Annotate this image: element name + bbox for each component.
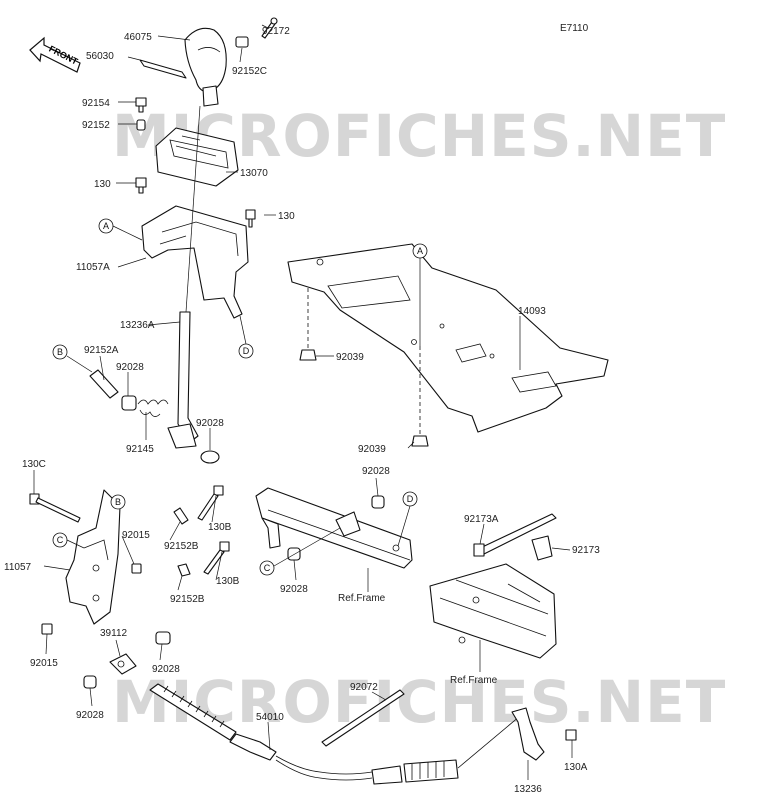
nut-92015-b <box>41 623 53 635</box>
label-92039-top: 92039 <box>336 352 364 363</box>
label-130-left: 130 <box>94 179 111 190</box>
ref-a-panel: A <box>412 243 428 346</box>
label-56030: 56030 <box>86 51 114 62</box>
label-92152: 92152 <box>82 120 110 131</box>
label-92154: 92154 <box>82 98 110 109</box>
bolt-130c <box>29 493 81 523</box>
bracket-11057 <box>65 489 121 625</box>
label-92028-a: 92028 <box>116 362 144 373</box>
shift-cable-54010 <box>149 683 521 785</box>
bolt-130-left <box>135 177 147 194</box>
collar-92152b-b <box>177 563 191 577</box>
diagram-code: E7110 <box>560 23 589 34</box>
cable-tie-92072 <box>321 689 405 747</box>
collar-92152a <box>89 369 119 399</box>
label-92028-f: 92028 <box>280 584 308 595</box>
ref-a-bracket: A <box>98 218 143 241</box>
svg-text:D: D <box>407 494 414 504</box>
label-46075: 46075 <box>124 32 152 43</box>
label-11057a: 11057A <box>76 262 110 273</box>
watermark-bottom: MICROFICHES.NET <box>112 668 726 736</box>
shift-knob <box>184 27 227 107</box>
svg-text:C: C <box>264 563 271 573</box>
svg-text:C: C <box>57 535 64 545</box>
label-92028-d: 92028 <box>76 710 104 721</box>
label-130a: 130A <box>564 762 588 773</box>
clip-92039-bottom <box>411 346 429 447</box>
label-92039-bottom: 92039 <box>358 444 386 455</box>
label-14093: 14093 <box>518 306 546 317</box>
housing-13070 <box>155 127 239 187</box>
label-92173a: 92173A <box>464 514 499 525</box>
ref-d-bracket: D <box>238 315 254 359</box>
plate-56030 <box>139 59 187 79</box>
label-ref-frame-right: Ref.Frame <box>450 675 498 686</box>
frame-middle <box>255 487 413 569</box>
label-92172: 92172 <box>262 26 290 37</box>
collar-92152c <box>235 36 249 48</box>
svg-text:A: A <box>417 246 423 256</box>
label-13236: 13236 <box>514 784 542 795</box>
svg-text:B: B <box>57 347 63 357</box>
label-92015-a: 92015 <box>122 530 150 541</box>
ref-d-frame: D <box>397 491 418 547</box>
clip-92173 <box>531 535 553 561</box>
label-92028-c: 92028 <box>152 664 180 675</box>
label-13070: 13070 <box>240 168 268 179</box>
front-arrow-icon: FRONT <box>29 36 81 73</box>
frame-right <box>429 563 557 659</box>
label-130b-a: 130B <box>208 522 232 533</box>
ref-c-bracket: C <box>52 532 85 549</box>
bushing-92028-c <box>155 631 171 645</box>
bolt-130b-a <box>197 485 224 521</box>
label-92152a: 92152A <box>84 345 119 356</box>
bracket-11057a <box>141 205 249 319</box>
leader-lines <box>33 24 573 780</box>
label-11057: 11057 <box>4 562 32 573</box>
nut-92015-a <box>131 563 142 574</box>
label-ref-frame-middle: Ref.Frame <box>338 593 386 604</box>
spring-92145 <box>137 399 169 417</box>
label-92152c: 92152C <box>232 66 267 77</box>
bushing-92028-d <box>83 675 97 689</box>
bolt-130a <box>565 729 577 741</box>
ref-b-collar: B <box>52 344 93 373</box>
svg-text:B: B <box>115 497 121 507</box>
svg-text:D: D <box>243 346 250 356</box>
label-54010: 54010 <box>256 712 284 723</box>
cable-tie-92173a <box>473 513 557 557</box>
bushing-92028-b <box>200 450 220 464</box>
collar-92152 <box>136 119 146 131</box>
ref-c-frame: C <box>259 527 341 576</box>
bolt-130b-b <box>203 541 230 575</box>
label-39112: 39112 <box>100 628 128 639</box>
svg-text:A: A <box>103 221 109 231</box>
joint-39112 <box>109 653 137 675</box>
ref-b-bracket: B <box>110 494 126 510</box>
label-130b-b: 130B <box>216 576 240 587</box>
floor-panel-14093 <box>287 243 609 433</box>
bolt-92172 <box>261 17 278 39</box>
label-92152b-b: 92152B <box>170 594 205 605</box>
label-92173: 92173 <box>572 545 600 556</box>
label-92028-b: 92028 <box>196 418 224 429</box>
bushing-92028-f <box>287 547 301 561</box>
lever-13236 <box>511 707 545 761</box>
bolt-130-right <box>245 209 256 228</box>
bushing-92028-a <box>121 395 137 411</box>
clip-92039-top <box>299 288 317 361</box>
label-130c: 130C <box>22 459 46 470</box>
label-92028-e: 92028 <box>362 466 390 477</box>
label-92015-b: 92015 <box>30 658 58 669</box>
label-92152b-a: 92152B <box>164 541 199 552</box>
shift-lever-13236a <box>167 105 201 449</box>
label-92072: 92072 <box>350 682 378 693</box>
label-92145: 92145 <box>126 444 154 455</box>
collar-92152b-a <box>173 507 189 525</box>
label-13236a: 13236A <box>120 320 155 331</box>
label-130-right: 130 <box>278 211 295 222</box>
bushing-92028-e <box>371 495 385 509</box>
